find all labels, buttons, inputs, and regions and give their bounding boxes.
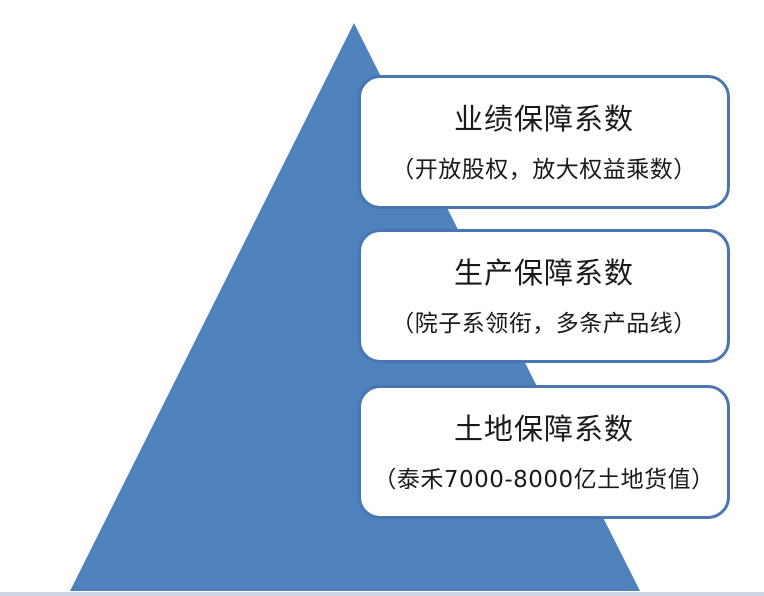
tier-title: 业绩保障系数 — [453, 102, 634, 136]
bottom-divider — [0, 592, 764, 596]
tier-card-production: 生产保障系数 （院子系领衔，多条产品线） — [358, 229, 730, 363]
tier-subtitle: （开放股权，放大权益乘数） — [391, 157, 697, 183]
tier-card-performance: 业绩保障系数 （开放股权，放大权益乘数） — [358, 75, 730, 209]
tier-card-land: 土地保障系数 （泰禾7000-8000亿土地货值） — [358, 385, 730, 519]
tier-subtitle: （院子系领衔，多条产品线） — [391, 311, 697, 337]
tier-title: 生产保障系数 — [453, 256, 634, 290]
tier-subtitle: （泰禾7000-8000亿土地货值） — [373, 467, 715, 493]
tier-title: 土地保障系数 — [453, 412, 634, 446]
